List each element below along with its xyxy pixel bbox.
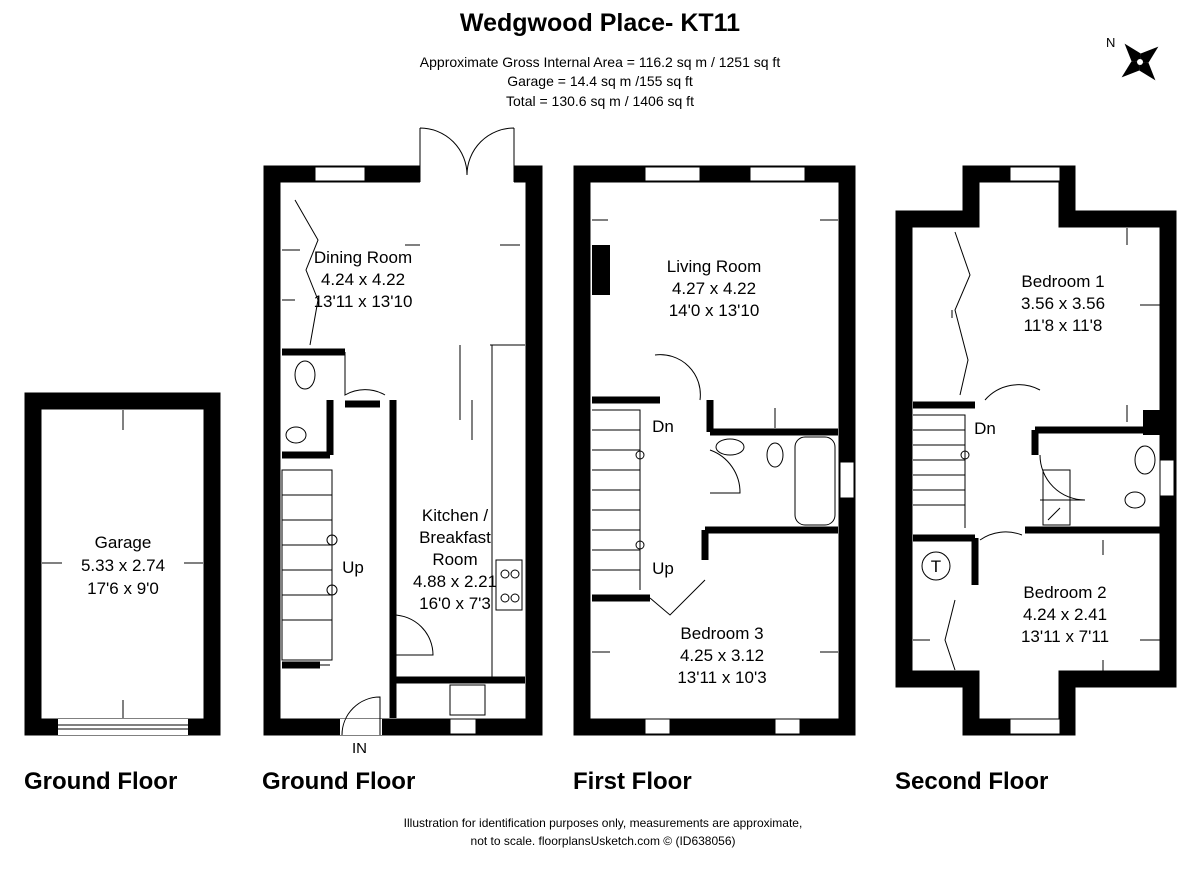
water-tank-icon: T (921, 551, 951, 581)
disclaimer-line-1: Illustration for identification purposes… (404, 816, 803, 830)
compass-north-label: N (1106, 35, 1115, 50)
ground-stairs-up-label: Up (342, 558, 364, 577)
page-title: Wedgwood Place- KT11 (460, 9, 740, 37)
area-text: Approximate Gross Internal Area = 116.2 … (420, 54, 781, 70)
first-floor-label: First Floor (573, 768, 692, 795)
garage-floor-label: Ground Floor (24, 768, 177, 795)
disclaimer-line-2: not to scale. floorplansUsketch.com © (I… (471, 834, 736, 848)
dining-room-metric: 4.24 x 4.22 (321, 270, 405, 289)
garage-metric: 5.33 x 2.74 (81, 556, 165, 575)
bedroom-2-name: Bedroom 2 (1023, 583, 1106, 602)
ground-floor-label: Ground Floor (262, 768, 415, 795)
garage-plan: Garage 5.33 x 2.74 17'6 x 9'0 (24, 392, 221, 736)
kitchen-name-3: Room (432, 550, 477, 569)
kitchen-metric: 4.88 x 2.21 (413, 572, 497, 591)
living-room-imperial: 14'0 x 13'10 (669, 301, 760, 320)
first-stairs-down-label: Dn (652, 417, 674, 436)
ground-floor-plan: Dining Room 4.24 x 4.22 13'11 x 13'10 Ki… (263, 127, 543, 757)
kitchen-imperial: 16'0 x 7'3 (419, 594, 491, 613)
entrance-label: IN (352, 740, 367, 757)
garage-area-text: Garage = 14.4 sq m /155 sq ft (507, 73, 693, 89)
dining-room-name: Dining Room (314, 248, 412, 267)
first-floor-plan: Living Room 4.27 x 4.22 14'0 x 13'10 Bed… (573, 165, 856, 736)
first-stairs-up-label: Up (652, 559, 674, 578)
second-floor-label: Second Floor (895, 768, 1048, 795)
bedroom-1-name: Bedroom 1 (1021, 272, 1104, 291)
total-area-text: Total = 130.6 sq m / 1406 sq ft (506, 93, 694, 109)
second-floor-plan: T Bedroom 1 3.56 x 3.56 11'8 x 11'8 Bedr… (895, 165, 1177, 736)
kitchen-name-1: Kitchen / (422, 506, 488, 525)
bedroom-3-metric: 4.25 x 3.12 (680, 646, 764, 665)
compass-icon: N (1106, 35, 1159, 81)
bedroom-3-name: Bedroom 3 (680, 624, 763, 643)
kitchen-name-2: Breakfast (419, 528, 491, 547)
bedroom-1-metric: 3.56 x 3.56 (1021, 294, 1105, 313)
bedroom-2-metric: 4.24 x 2.41 (1023, 605, 1107, 624)
stairs-icon (281, 469, 338, 661)
tank-label: T (931, 557, 941, 576)
dining-room-imperial: 13'11 x 13'10 (314, 292, 413, 311)
second-stairs-down-label: Dn (974, 419, 996, 438)
stairs-icon (913, 414, 970, 528)
garage-name: Garage (95, 533, 152, 552)
bedroom-1-imperial: 11'8 x 11'8 (1024, 316, 1103, 335)
bedroom-3-imperial: 13'11 x 10'3 (677, 668, 766, 687)
garage-imperial: 17'6 x 9'0 (87, 579, 159, 598)
living-room-metric: 4.27 x 4.22 (672, 279, 756, 298)
living-room-name: Living Room (667, 257, 762, 276)
stairs-icon (592, 409, 645, 590)
bedroom-2-imperial: 13'11 x 7'11 (1021, 627, 1109, 646)
